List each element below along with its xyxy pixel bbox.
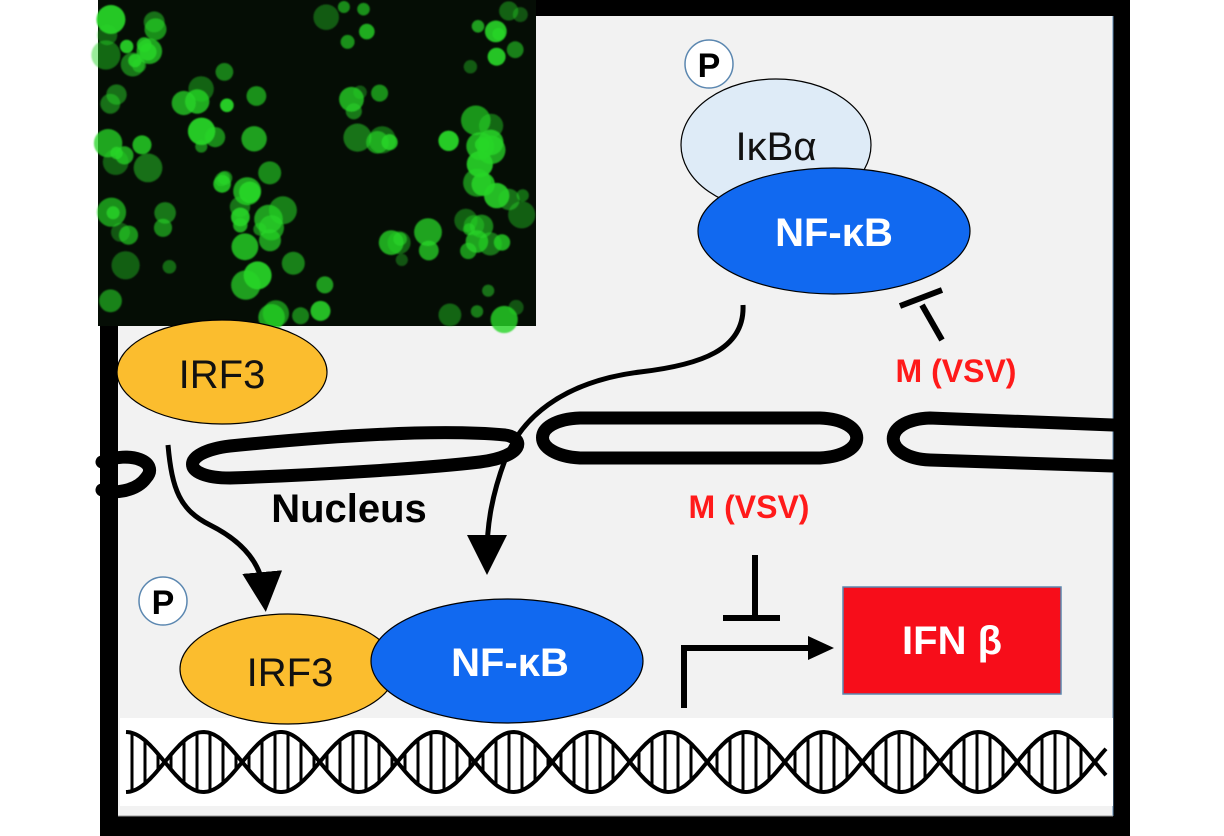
fluorescent-cell [97,24,118,46]
fluorescent-cell [418,240,439,261]
fluorescent-cell [353,85,367,99]
phospho-badge-irf3 [138,576,188,626]
irf3-translocation-arrow [165,444,283,612]
fluorescent-cell [337,1,350,13]
dna-helix [125,729,1108,795]
fluorescent-cell [316,276,334,294]
fluorescent-cell [120,52,145,77]
fluorescent-cell [368,126,396,154]
fluorescent-cell [93,129,123,158]
nfkb-nucleus [370,598,644,724]
fluorescent-cell [493,234,511,251]
fluorescent-cell [154,202,176,224]
fluorescent-cell [241,126,267,152]
fluorescent-cell [185,89,210,114]
fluorescent-cell [508,201,536,229]
fluorescence-micrograph [91,0,536,334]
fluorescent-cell [487,47,506,66]
fluorescent-cell [231,270,261,300]
fluorescent-cell [281,251,305,275]
envelope-segment-1 [186,426,525,485]
fluorescent-cell [414,218,442,247]
fluorescent-cell [310,300,331,321]
fluorescent-cell [106,206,120,220]
fluorescent-cell [292,307,310,325]
fluorescent-cell [120,39,134,54]
nfkb-cytoplasm [697,167,971,295]
fluorescent-cell [469,214,494,238]
fluorescent-cell [106,84,127,105]
fluorescent-cell [111,251,140,280]
fluorescent-cell [313,4,340,30]
irf3-cytoplasm-label: IRF3 [179,353,266,397]
phospho-label-irf3: P [152,584,175,622]
transcription-start-arrow [681,645,810,708]
transcription-arrowhead [808,636,834,660]
fluorescent-cell [246,86,267,106]
nfkb-cytoplasm-label: NF-κB [775,211,893,255]
fluorescent-cell [162,260,177,274]
fluorescent-cell [470,305,484,318]
transcription-inhibition-symbol [723,555,780,621]
fluorescent-cell [144,18,167,41]
fluorescent-cell [357,2,370,16]
irf3-nucleus-label: IRF3 [247,651,334,695]
ifnb-gene-label: IFN β [902,619,1002,663]
fluorescent-cell [484,182,510,209]
ikba-label: IκBα [736,125,817,169]
fluorescent-cell [490,305,518,334]
envelope-left-curl [95,450,156,499]
fluorescent-cell [215,63,234,81]
phospho-label-ikba: P [698,47,721,85]
fluorescent-cell [466,132,495,161]
fluorescent-cell [195,140,208,153]
fluorescent-cell [359,23,375,40]
cytoplasm-inhibition-symbol [898,287,945,342]
fluorescent-cell [371,84,389,102]
fluorescent-cell [345,103,362,120]
fluorescent-cell [259,229,281,252]
irf3-cytoplasm [116,319,328,425]
nucleus-inhibitor-label: M (VSV) [689,489,810,525]
fluorescent-cell [378,230,404,256]
fluorescent-cell [258,161,282,185]
fluorescent-cell [115,146,134,165]
fluorescent-cell [340,34,355,49]
phospho-badge-ikba [684,39,734,89]
nfkb-translocation-arrow [467,304,746,575]
fluorescent-cell [343,123,372,152]
ifnb-gene-box [842,586,1062,695]
fluorescent-cell [484,20,507,43]
fluorescent-cell [499,1,519,21]
fluorescent-cell [268,196,297,225]
fluorescent-cell [479,113,504,138]
fluorescent-cell [506,41,524,59]
envelope-segment-2 [536,411,864,465]
fluorescent-cell [438,303,462,327]
fluorescent-cell [133,153,163,183]
fluorescent-cell [516,189,529,202]
fluorescent-cell [395,253,408,266]
fluorescent-cell [229,196,251,217]
nucleus-label: Nucleus [271,487,427,531]
fluorescent-cell [438,130,459,151]
fluorescent-cell [213,175,231,193]
fluorescent-cell [253,222,267,236]
fluorescent-cell [463,59,478,74]
fluorescent-cell [220,98,234,113]
fluorescent-cell [136,38,163,64]
nuclear-envelope [95,411,1120,499]
envelope-segment-3 [886,411,1120,473]
fluorescent-cell [132,135,152,155]
nfkb-nucleus-label: NF-κB [451,641,569,685]
fluorescent-cell [482,284,495,297]
fluorescent-cell [231,233,259,261]
fluorescent-cell [99,289,122,313]
fluorescent-cell [471,20,485,33]
fluorescent-cell [187,117,216,145]
cytoplasm-inhibitor-label: M (VSV) [896,353,1017,389]
fluorescent-cell [111,222,130,242]
fluorescent-cell [91,40,121,70]
